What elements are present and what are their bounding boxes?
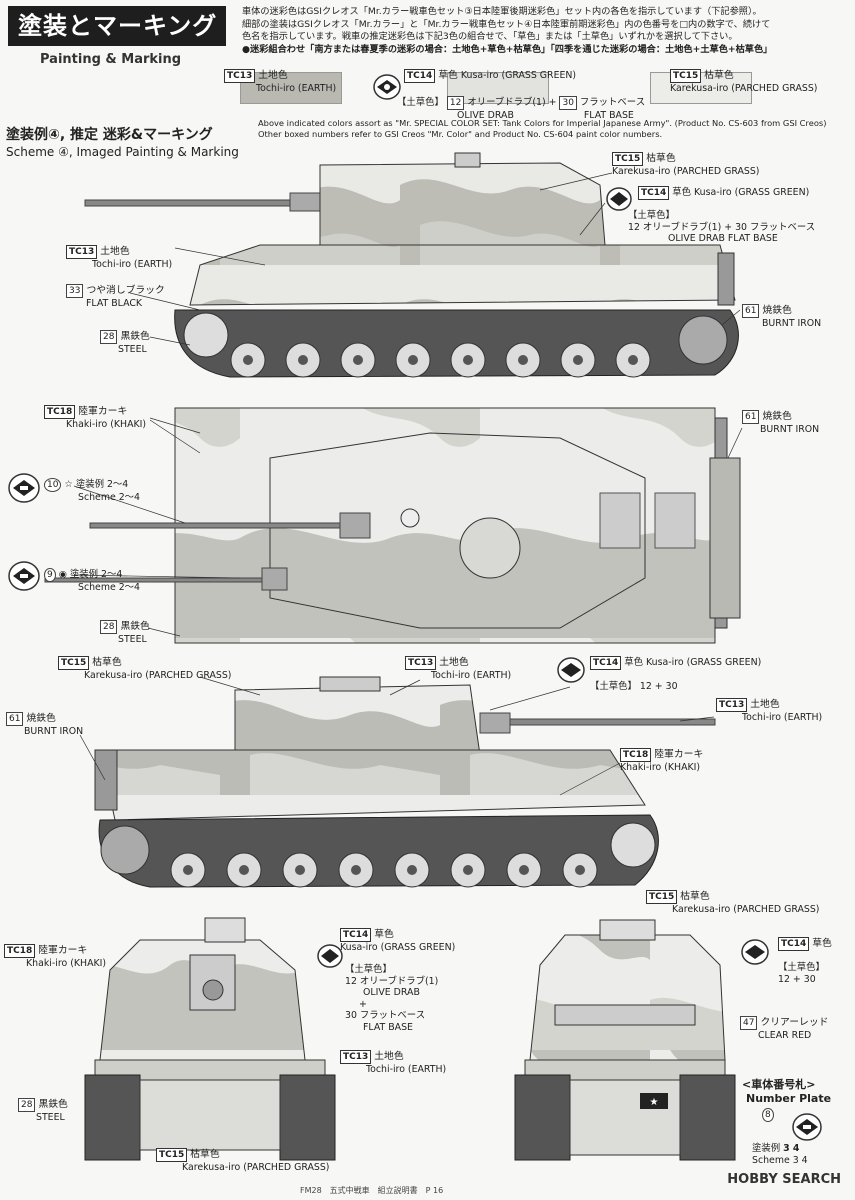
palette-tc14-label: TC14 草色 Kusa-iro (GRASS GREEN) (404, 69, 576, 83)
kusa-emblem-icon (740, 938, 770, 970)
page-title: 塗装とマーキング (8, 6, 226, 46)
s1-tc13-label: TC13 土地色 Tochi-iro (EARTH) (66, 245, 172, 271)
scheme-subtitle: Scheme ④, Imaged Painting & Marking (6, 145, 239, 159)
s2-tc13a-label: TC13 土地色 Tochi-iro (EARTH) (405, 656, 511, 682)
s1-tc15-label: TC15 枯草色 Karekusa-iro (PARCHED GRASS) (612, 152, 760, 177)
marking-8-icon (790, 1112, 824, 1146)
s1-tsuchikusa-label: 【土草色】 12 オリーブドラブ(1) + 30 フラットベース OLIVE D… (628, 210, 816, 244)
page-footer: FM28 五式中戦車 組立説明書 P 16 (300, 1186, 444, 1195)
rear-tc15-label: TC15 枯草色 Karekusa-iro (PARCHED GRASS) (646, 890, 819, 916)
s1-c33-label: 33 つや消しブラック FLAT BLACK (66, 284, 165, 310)
kusa-emblem-icon (605, 186, 633, 216)
intro-line: 色名を指示しています。戦車の推定迷彩色は下記3色の組合せで、「草色」または「土草… (242, 31, 738, 42)
rear-tsuchikusa-label: 【土草色】12 + 30 (778, 962, 825, 985)
color-note: Above indicated colors assort as "Mr. SP… (258, 118, 826, 140)
scheme-title: 塗装例④, 推定 迷彩&マーキング (6, 127, 213, 143)
s2-tc13b-label: TC13 土地色 Tochi-iro (EARTH) (716, 698, 822, 724)
intro-line: 車体の迷彩色はGSIクレオス「Mr.カラー戦車色セット③日本陸軍後期迷彩色」セッ… (242, 6, 762, 17)
palette-tc13-label: TC13 土地色 Tochi-iro (EARTH) (224, 69, 336, 95)
palette-tc15-label: TC15 枯草色 Karekusa-iro (PARCHED GRASS) (670, 69, 818, 94)
intro-text: 車体の迷彩色はGSIクレオス「Mr.カラー戦車色セット③日本陸軍後期迷彩色」セッ… (242, 6, 842, 56)
kusa-emblem-icon (316, 943, 344, 973)
code-box: TC13 (224, 69, 256, 83)
top-tc18-label: TC18 陸軍カーキ Khaki-iro (KHAKI) (44, 405, 146, 431)
marking-9-icon (6, 560, 42, 596)
marking-10-icon (6, 472, 42, 508)
note-line: Above indicated colors assort as "Mr. SP… (258, 118, 827, 128)
s1-tc14-label: TC14 草色 Kusa-iro (GRASS GREEN) (638, 186, 809, 200)
intro-line: ●迷彩組合わせ「南方または春夏季の迷彩の場合：土地色+草色+枯草色」「四季を通じ… (242, 43, 773, 55)
kusa-emblem-icon (372, 73, 402, 105)
rear-m8-label: 8 (762, 1108, 774, 1122)
s2-tc14-label: TC14 草色 Kusa-iro (GRASS GREEN) (590, 656, 761, 670)
rear-c47-label: 47 クリアーレッド CLEAR RED (740, 1016, 828, 1042)
front-tc15-label: TC15 枯草色 Karekusa-iro (PARCHED GRASS) (156, 1148, 329, 1174)
front-tc14-label: TC14 草色 Kusa-iro (GRASS GREEN) (340, 928, 456, 953)
s2-tc18-label: TC18 陸軍カーキ Khaki-iro (KHAKI) (620, 748, 704, 773)
rear-view: ★ (514, 919, 736, 1161)
tsuchikusa-header: 【土草色】 12 オリーブドラブ(1) + 30 フラットベース OLIVE D… (397, 96, 646, 121)
page-subtitle: Painting & Marking (40, 52, 182, 67)
s1-c28-label: 28 黒鉄色 STEEL (100, 330, 150, 356)
rear-plate-label: <車体番号札>Number Plate (742, 1078, 832, 1105)
top-view (44, 407, 743, 644)
note-line: Other boxed numbers refer to GSI Creos "… (258, 129, 663, 139)
watermark: HOBBY SEARCH (727, 1172, 841, 1187)
top-c28-label: 28 黒鉄色 STEEL (100, 620, 150, 646)
side-view-right (79, 676, 716, 888)
intro-line: 細部の塗装はGSIクレオス「Mr.カラー」と「Mr.カラー戦車色セット④日本陸軍… (242, 18, 771, 30)
s2-tc15-label: TC15 枯草色 Karekusa-iro (PARCHED GRASS) (58, 656, 231, 682)
s2-tsuchikusa-label: 【土草色】 12 + 30 (590, 681, 678, 692)
top-c61-label: 61 焼鉄色 BURNT IRON (742, 410, 819, 436)
s2-c61-label: 61 焼鉄色 BURNT IRON (6, 712, 83, 738)
side-view-left (84, 152, 741, 378)
top-m10-label: 10 ☆ 塗装例 2〜4 Scheme 2〜4 (44, 478, 140, 504)
front-tc13-label: TC13 土地色 Tochi-iro (EARTH) (340, 1050, 446, 1076)
s1-c61-label: 61 焼鉄色 BURNT IRON (742, 304, 821, 330)
front-tc18-label: TC18 陸軍カーキ Khaki-iro (KHAKI) (4, 944, 106, 970)
swatch-tc13 (240, 72, 342, 104)
rear-tc14-label: TC14 草色 (778, 937, 832, 951)
svg-text:★: ★ (650, 1097, 659, 1108)
rear-m8-scheme: 塗装例 3 4 Scheme 3 4 (752, 1143, 808, 1166)
kusa-emblem-icon (556, 656, 586, 688)
top-m9-label: 9 ◉ 塗装例 2〜4 Scheme 2〜4 (44, 568, 140, 594)
front-tsuchikusa-label: 【土草色】 12 オリーブドラブ(1) OLIVE DRAB + 30 フラット… (345, 964, 439, 1033)
front-view (84, 917, 336, 1161)
front-c28-label: 28 黒鉄色 STEEL (18, 1098, 68, 1124)
